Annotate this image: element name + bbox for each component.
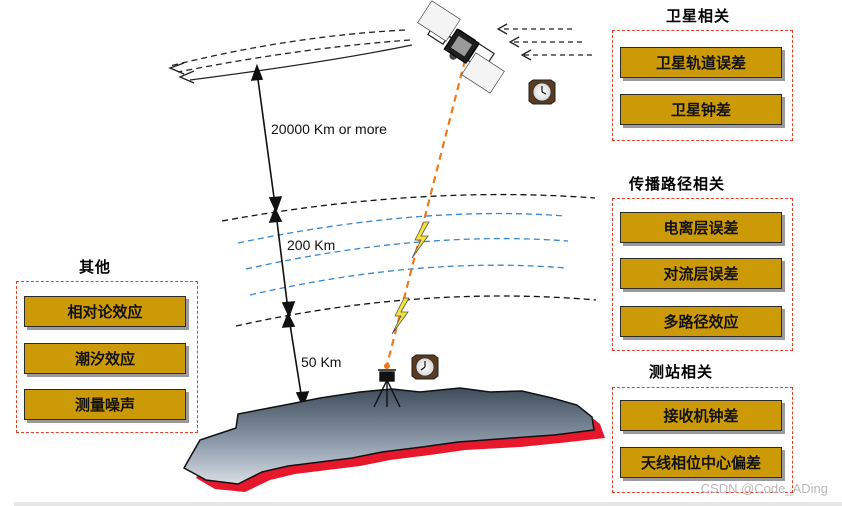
group-title-satellite: 卫星相关 [666,7,731,25]
error-item-ionosphere: 电离层误差 [620,212,782,243]
error-item-receiver-clock: 接收机钟差 [620,400,782,431]
error-item-troposphere: 对流层误差 [620,258,782,289]
signal-path [385,59,467,366]
group-box-satellite [612,30,793,141]
group-box-propagation [612,198,793,351]
distance-label-ionosphere: 200 Km [287,237,336,253]
distance-arrows [250,63,310,409]
satellite-body [443,28,480,64]
clock-icon [528,79,556,105]
bottom-divider [14,502,842,506]
group-box-station [612,387,793,493]
ionosphere-layers [237,212,569,296]
group-title-other: 其他 [79,258,112,276]
error-item-antenna-phase-center: 天线相位中心偏差 [620,447,782,478]
clock-icon [411,354,439,380]
satellite-orbit-arc [168,29,413,84]
error-item-noise: 测量噪声 [24,389,186,420]
error-item-relativity: 相对论效应 [24,296,186,327]
error-item-multipath: 多路径效应 [620,306,782,337]
watermark: CSDN @Code_ADing [700,481,828,496]
lightning-icon [411,221,430,259]
error-item-satellite-orbit: 卫星轨道误差 [620,47,782,78]
error-item-satellite-clock: 卫星钟差 [620,94,782,125]
group-title-station: 测站相关 [649,363,714,381]
error-item-tides: 潮汐效应 [24,343,186,374]
lightning-icon [391,297,410,335]
distance-label-troposphere: 50 Km [301,354,342,370]
terrain [182,387,595,485]
distance-label-orbit: 20000 Km or more [271,121,387,137]
troposphere-boundary [235,295,597,327]
incoming-orbit-arrows [500,28,592,56]
group-title-propagation: 传播路径相关 [629,175,726,193]
group-box-other [16,281,198,433]
receiver-antenna-icon [373,363,401,408]
